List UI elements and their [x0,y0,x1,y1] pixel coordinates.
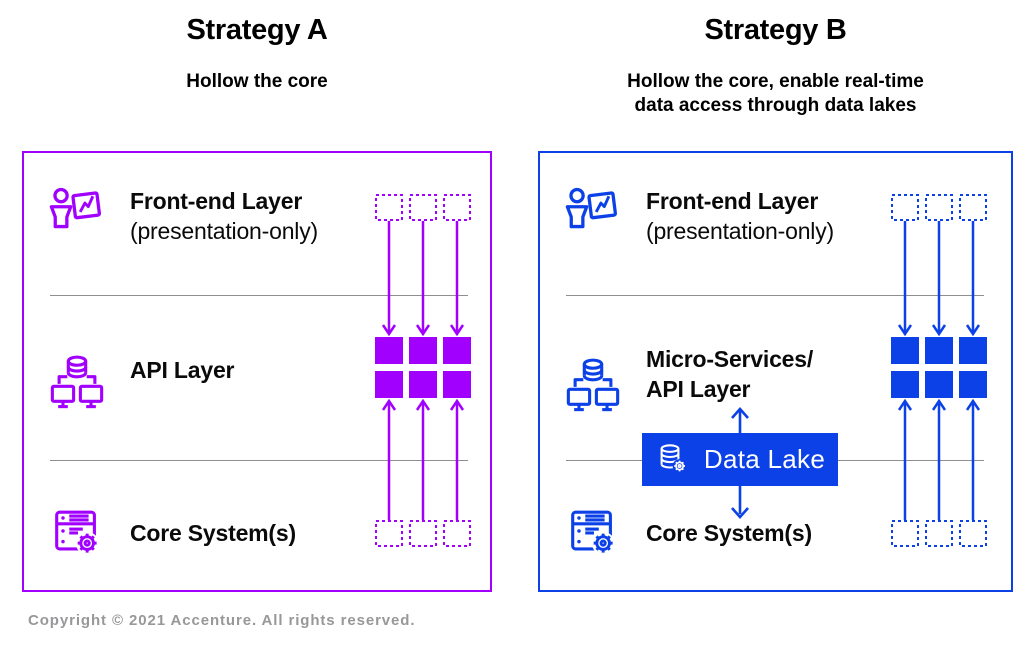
strategy-a-subtitle: Hollow the core [22,70,492,94]
layer-title: Micro-Services/ [646,346,814,372]
layer-divider [50,460,468,461]
core-server-icon [564,503,622,561]
panel-strategy-a: Strategy A Hollow the core [22,0,492,652]
layer-title: Core System(s) [646,520,812,546]
layer-title: Core System(s) [130,520,296,546]
layer-title: Front-end Layer [130,188,303,214]
layer-divider [50,295,468,296]
integration-flow-graphic [375,194,471,547]
data-lake-down-arrow [731,486,749,519]
subtitle-line: Hollow the core, enable real-time [627,71,924,92]
integration-flow-graphic [891,194,987,547]
presenter-icon [564,185,622,243]
strategy-b-subtitle: Hollow the core, enable real-time data a… [538,70,1013,118]
subtitle-line: data access through data lakes [634,95,917,116]
strategy-a-title: Strategy A [186,14,328,46]
core-system-row: Core System(s) [564,503,812,561]
layer-title: API Layer [130,357,235,383]
upward-arrows [897,398,981,520]
microservices-api-layer-row: Micro-Services/ API Layer [564,344,813,413]
strategy-a-box: Front-end Layer (presentation-only) [22,151,492,592]
frontend-dotted-boxes [891,194,987,221]
layer-title: Front-end Layer [646,188,819,214]
subtitle-line: Hollow the core [186,71,328,92]
core-system-row: Core System(s) [48,503,296,561]
data-lake-label: Data Lake [703,444,826,474]
api-blocks [375,337,471,398]
panel-strategy-b: Strategy B Hollow the core, enable real-… [538,0,1013,652]
core-server-icon [48,503,106,561]
layer-subtitle: (presentation-only) [646,218,834,244]
layer-title: API Layer [646,376,751,402]
upward-arrows [381,398,465,520]
data-lake-badge: Data Lake [642,433,838,486]
frontend-dotted-boxes [375,194,471,221]
core-dotted-boxes [375,520,471,547]
core-dotted-boxes [891,520,987,547]
api-network-icon [564,355,622,413]
layer-divider [566,295,984,296]
frontend-layer-row: Front-end Layer (presentation-only) [564,185,834,246]
api-blocks [891,337,987,398]
api-layer-row: API Layer [48,352,235,410]
data-lake-up-arrow [731,407,749,434]
api-network-icon [48,352,106,410]
strategy-b-title: Strategy B [704,14,847,46]
downward-arrows [381,221,465,337]
frontend-layer-row: Front-end Layer (presentation-only) [48,185,318,246]
layer-subtitle: (presentation-only) [130,218,318,244]
presenter-icon [48,185,106,243]
downward-arrows [897,221,981,337]
copyright-text: Copyright © 2021 Accenture. All rights r… [28,612,416,629]
database-gear-icon [655,442,691,478]
strategy-b-box: Front-end Layer (presentation-only) [538,151,1013,592]
